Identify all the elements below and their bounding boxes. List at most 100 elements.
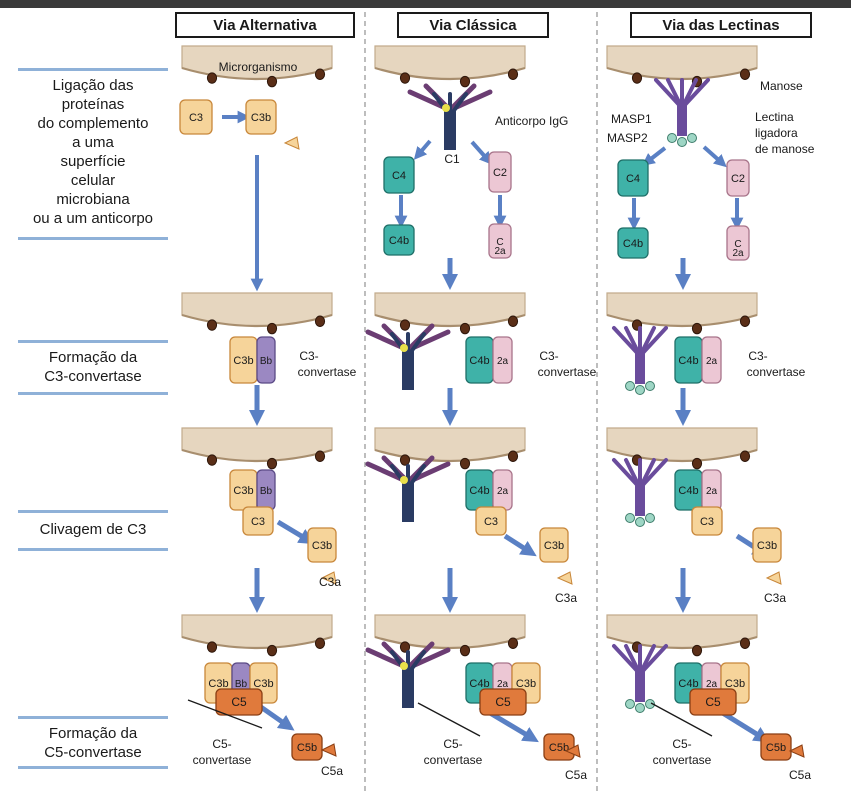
lectin-arm	[638, 644, 668, 676]
mannose-residue	[739, 68, 751, 80]
label-c3a: C3a	[555, 591, 577, 605]
mannose-residue	[691, 457, 703, 470]
lectin-arm	[624, 326, 642, 358]
flow-arrow	[276, 519, 315, 545]
protein-c5b-label: C5b	[549, 742, 569, 754]
masp-subunit	[625, 513, 635, 523]
mannose-binding-lectin	[612, 458, 668, 527]
protein-bb: Bb	[256, 336, 276, 384]
flow-arrow	[702, 145, 727, 168]
protein-c3: C3	[475, 506, 507, 536]
protein-bb-shape	[256, 336, 276, 384]
protein-c3-shape	[242, 506, 274, 536]
antibody-igg	[365, 323, 451, 390]
antibody-igg	[365, 641, 451, 708]
microbe-surface	[181, 45, 333, 88]
masp-subunit	[635, 517, 645, 527]
protein-c3b: C3b	[245, 99, 277, 135]
protein-c2a-label: 2a	[706, 679, 718, 690]
c1-arm	[406, 650, 426, 676]
protein-c3b-shape	[752, 527, 782, 563]
protein-c4b-label: C4b	[469, 355, 489, 367]
protein-c2a-top: C2a	[726, 225, 750, 261]
label-c5-convertase-2: convertase	[653, 753, 712, 767]
microbe-surface	[374, 427, 526, 470]
c1-head	[400, 344, 408, 352]
membrane-edge	[181, 635, 333, 650]
mannose-residue	[459, 75, 471, 88]
masp-subunit	[645, 381, 655, 391]
mannose-residue	[206, 454, 218, 466]
protein-c2a-top: C2a	[488, 223, 512, 259]
header-classical-pathway: Via Clássica	[397, 12, 549, 38]
protein-c4-label: C4	[392, 170, 406, 182]
label-c5-convertase-1: C5-	[672, 737, 691, 751]
antibody-stem	[444, 110, 456, 150]
membrane-edge	[374, 635, 526, 650]
protein-c4: C4	[383, 156, 415, 194]
protein-c5b-label: C5b	[297, 742, 317, 754]
header-alternative-pathway: Via Alternativa	[175, 12, 355, 38]
antibody-stem	[402, 350, 414, 390]
protein-c2a: 2a	[492, 336, 513, 384]
mannose-residue	[206, 319, 218, 331]
lectin-arm	[666, 78, 684, 110]
step-rule-c3cleave-top	[18, 510, 168, 513]
mannose-residue	[266, 644, 278, 657]
protein-c2a-label: 2a	[497, 356, 509, 367]
protein-c2: C2	[726, 159, 750, 197]
membrane-edge	[181, 313, 333, 328]
protein-c4b-label: C4b	[469, 678, 489, 690]
header-classical-text: Via Clássica	[429, 16, 517, 34]
label-c5-convertase-1: C5-	[212, 737, 231, 751]
c1-head	[442, 104, 450, 112]
mannose-residue	[314, 315, 326, 327]
c1-arm	[432, 92, 452, 118]
step-label-c5-convertase: Formação da C5-convertase	[44, 725, 142, 761]
c5-convertase-bracket	[187, 699, 263, 729]
mannose-residue	[399, 72, 411, 84]
c1-head	[400, 662, 408, 670]
mannose-binding-lectin	[612, 644, 668, 713]
protein-c5b-shape	[291, 733, 323, 761]
membrane-edge	[374, 313, 526, 328]
protein-c4b: C4b	[465, 469, 494, 511]
mannose-residue	[459, 644, 471, 657]
step-rule-c5conv-top	[18, 716, 168, 719]
protein-c4: C4	[617, 159, 649, 197]
protein-c3-shape	[475, 506, 507, 536]
antibody-igg	[365, 455, 451, 522]
c5-convertase-bracket	[417, 702, 481, 737]
flow-arrow	[641, 146, 667, 166]
protein-c3b-shape	[539, 527, 569, 563]
c1-arm	[390, 464, 410, 490]
mannose-residue	[739, 450, 751, 462]
microbe-surface	[374, 292, 526, 335]
lectin-arm	[624, 644, 642, 676]
membrane-edge	[606, 448, 758, 463]
protein-c5b: C5b	[291, 733, 323, 761]
membrane-edge	[606, 635, 758, 650]
protein-c5b: C5b	[543, 733, 575, 761]
microbe-surface	[606, 292, 758, 335]
fragment-shape	[564, 744, 581, 758]
header-lectin-text: Via das Lectinas	[662, 16, 780, 34]
membrane-edge	[606, 313, 758, 328]
header-alternative-text: Via Alternativa	[213, 16, 317, 34]
lectin-stem	[635, 668, 645, 702]
mannose-residue	[739, 315, 751, 327]
protein-c2a-shape	[701, 336, 722, 384]
protein-c2a: 2a	[701, 469, 722, 511]
mannose-residue	[399, 454, 411, 466]
membrane-edge	[181, 66, 333, 81]
protein-c2a: 2a	[492, 469, 513, 511]
label-microorganism: Microrganismo	[219, 60, 298, 74]
step-rule-binding-bottom	[18, 237, 168, 240]
protein-bb: Bb	[256, 469, 276, 511]
mannose-residue	[691, 644, 703, 657]
label-lectin-1: Lectina	[755, 110, 794, 124]
label-c3-convertase-1: C3-	[539, 349, 558, 363]
lectin-arm	[638, 458, 668, 490]
mannose-residue	[314, 450, 326, 462]
